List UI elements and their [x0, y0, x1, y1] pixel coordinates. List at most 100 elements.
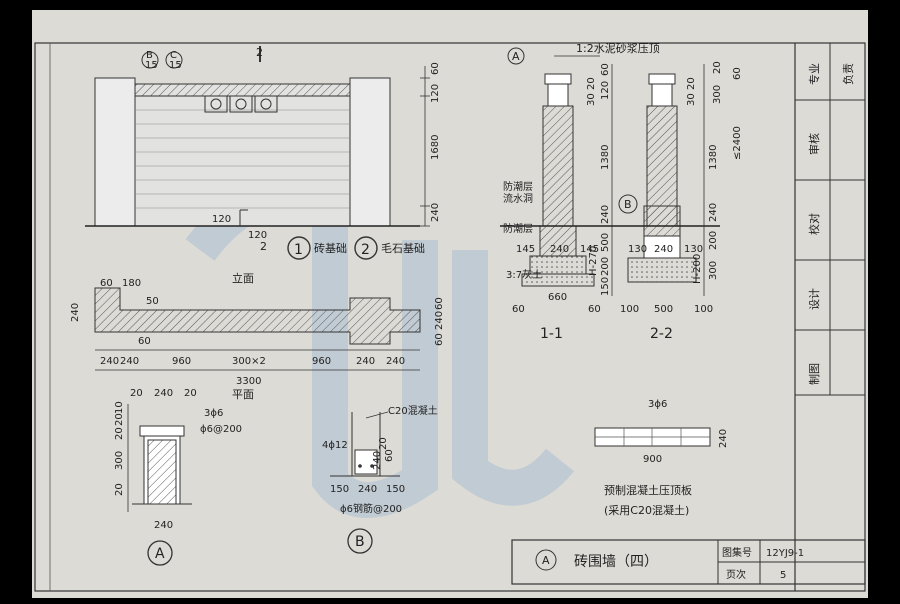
precast-rebar: 3ϕ6	[648, 399, 667, 410]
precast-caption-2: (采用C20混凝土)	[604, 503, 689, 517]
callout-C-sheet: 15	[169, 60, 182, 71]
dA-left-10: 10	[114, 401, 125, 414]
s2-h-label: H-200	[692, 254, 703, 284]
plan-corner-60: 60	[138, 336, 151, 347]
plan-right-60a: 60	[434, 297, 445, 310]
dB-bot-150a: 150	[330, 484, 349, 495]
plan-dim-240a: 240	[100, 356, 119, 367]
plan-right-60b: 60	[434, 333, 445, 346]
title-block: A 砖围墙（四） 图集号 12YJ9-1 页次 5	[511, 539, 866, 585]
s1-v-200: 200	[600, 257, 611, 276]
dA-top-240: 240	[154, 388, 173, 399]
precast-caption-1: 预制混凝土压顶板	[604, 483, 692, 497]
s1-v-500: 500	[600, 233, 611, 252]
atlas-no: 12YJ9-1	[766, 548, 804, 559]
plan-dim-240c: 240	[356, 356, 375, 367]
detail-B: C20混凝土 4ϕ12 60 240 20 150 240 150 ϕ6钢筋@2…	[322, 404, 438, 554]
elev-dim-240: 240	[430, 203, 441, 222]
detailB-bottom-dims: 150 240 150	[330, 484, 405, 495]
elevation-title: 立面	[232, 271, 254, 285]
plan-left-180: 180	[122, 278, 141, 289]
plan-left-dims: 60 240 180 50	[70, 278, 159, 322]
sig-check: 校对	[807, 213, 821, 235]
s1-h-60a: 60	[512, 304, 525, 315]
section1-layer-2: 防潮层	[503, 222, 533, 235]
s1-h-60b: 60	[588, 304, 601, 315]
plan-inner-50: 50	[146, 296, 159, 307]
s2-top-30: 30	[686, 93, 697, 106]
sheet-title: 砖围墙（四）	[574, 554, 658, 570]
s2-v-20: 20	[712, 61, 723, 74]
title-mark: A	[542, 554, 550, 567]
detailB-rebar-top: 4ϕ12	[322, 440, 348, 451]
elevation-right-dimension	[420, 66, 430, 227]
sig-lead: 负责	[841, 63, 855, 85]
s1-h-240: 240	[550, 244, 569, 255]
detailA-mark: A	[155, 546, 165, 562]
dA-left-300: 300	[114, 451, 125, 470]
dA-left-20b: 20	[114, 427, 125, 440]
s2-v-200: 200	[708, 231, 719, 250]
detail-A: 20 240 20 10 20 20 300 20 3ϕ6 ϕ6@200 240…	[114, 388, 242, 566]
s1-v-120: 120	[600, 81, 611, 100]
elev-dim-120: 120	[430, 84, 441, 103]
plan-dim-960a: 960	[172, 356, 191, 367]
section1-layer-1: 防潮层	[503, 180, 533, 193]
callout-B: B	[146, 50, 153, 61]
section1-horizontal-dims: 145 145 660 240 60 60	[512, 244, 601, 315]
dA-top-20b: 20	[184, 388, 197, 399]
elevation-callouts: B 15 C 15 2 120 120 2	[141, 46, 267, 253]
s1-top-30: 30	[586, 93, 597, 106]
plan-right-240: 240	[434, 311, 445, 330]
s2-h-100a: 100	[620, 304, 639, 315]
s1-v-240: 240	[600, 205, 611, 224]
plan-dim-300x2: 300×2	[232, 356, 266, 367]
plan-dim-240d: 240	[386, 356, 405, 367]
dA-left-20a: 20	[114, 413, 125, 426]
elev-dim-1680: 1680	[430, 135, 441, 160]
plan-dim-240b: 240	[120, 356, 139, 367]
detailA-left-dims: 10 20 20 300 20	[114, 401, 129, 512]
plan-left-60: 60	[100, 278, 113, 289]
precast-height: 240	[718, 429, 729, 448]
detailB-mark: B	[355, 534, 365, 550]
s2-v-300: 300	[712, 85, 723, 104]
s1-h-145b: 145	[580, 244, 599, 255]
elev-dim-60: 60	[430, 62, 441, 75]
dA-bottom-240: 240	[154, 520, 173, 531]
signature-strip: 制图 设计 校对 审核 专业 负责	[795, 43, 865, 396]
section-cut-2-bottom: 2	[260, 240, 267, 253]
lattice-openings	[204, 95, 278, 113]
plan-left-240: 240	[70, 303, 81, 322]
s2-total: ≤2400	[732, 126, 743, 160]
precast-width: 900	[643, 454, 662, 465]
section1-soil: 3:7灰土	[506, 268, 542, 281]
elev-bottom-dim-2: 120	[248, 230, 267, 241]
s2-h-500: 500	[654, 304, 673, 315]
dA-rebar-2: ϕ6@200	[200, 424, 242, 435]
s2-v-60: 60	[732, 67, 743, 80]
dB-right-240: 240	[372, 451, 383, 470]
s1-h-label: H-270	[588, 246, 599, 276]
plan-dim-total: 3300	[236, 376, 261, 387]
s2-v-1380: 1380	[708, 145, 719, 170]
section1-vertical-dims: 60 120 1380 240 500 200 150 20 30 H-270	[586, 63, 613, 296]
dA-top-20a: 20	[130, 388, 143, 399]
plan-view: 60 240 180 50 60 240 60 240 240 960 300×…	[70, 278, 445, 401]
elevation-right-dim-labels: 60 120 1680 240	[430, 62, 441, 222]
callout-B-sheet: 15	[145, 60, 158, 71]
dA-left-20c: 20	[114, 483, 125, 496]
sig-design: 设计	[808, 288, 821, 310]
dA-rebar-1: 3ϕ6	[204, 408, 223, 419]
plan-dim-960b: 960	[312, 356, 331, 367]
s1-h-660: 660	[548, 292, 567, 303]
page-no: 5	[780, 570, 786, 581]
sig-review: 审核	[807, 133, 821, 155]
detailB-rebar-bottom: ϕ6钢筋@200	[340, 502, 402, 515]
foundation-legend: 1 砖基础 2 毛石基础	[287, 236, 425, 260]
s1-v-60: 60	[600, 63, 611, 76]
s2-top-20: 20	[686, 77, 697, 90]
s1-h-145a: 145	[516, 244, 535, 255]
dB-right-60: 60	[384, 449, 395, 462]
